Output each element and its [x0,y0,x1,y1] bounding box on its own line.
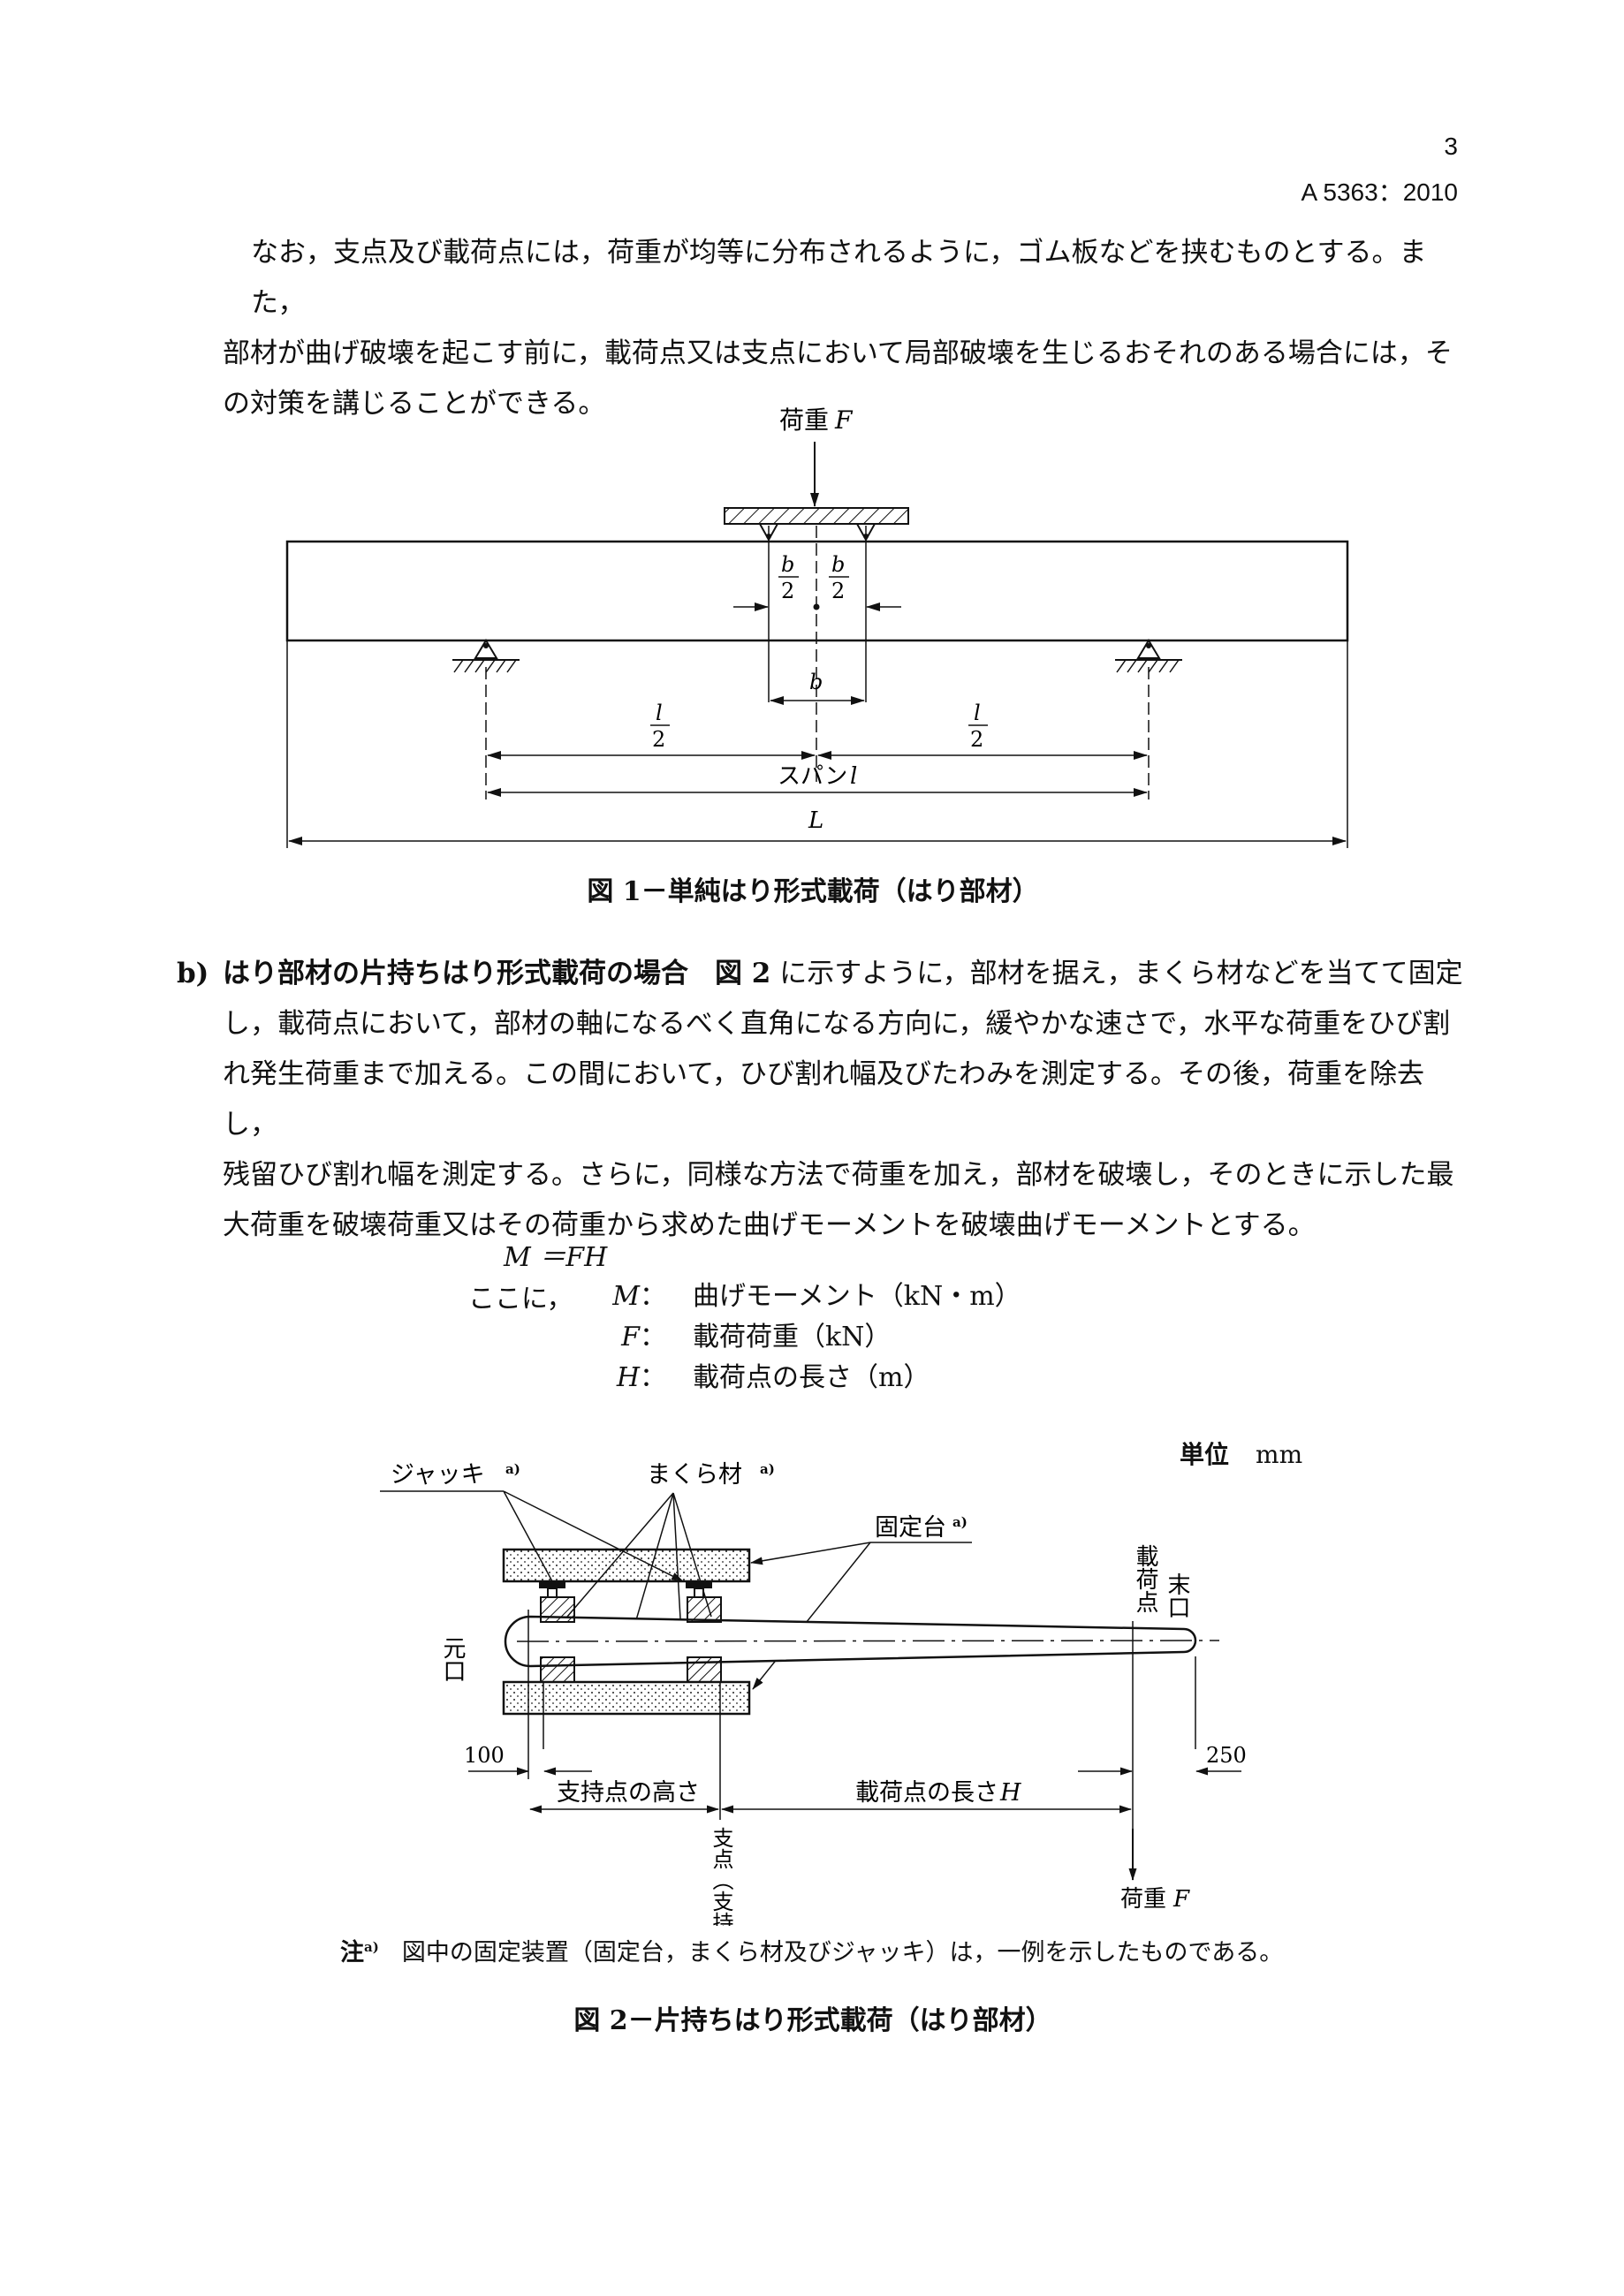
fig2-butt-end-label: 元口 [439,1636,466,1682]
formula-var-colon: ： [640,1362,666,1393]
section-b-marker: b) [177,958,209,989]
fig2-load-length-label: 載荷点の長さ [855,1779,998,1807]
fig1-half-b-num: b [831,552,845,577]
formula-where: ここに， [468,1284,573,1315]
section-b-paragraph: b) はり部材の片持ちはり形式載荷の場合図 2 に示すように，部材を据え，まくら材… [177,949,1468,1251]
fig1-half-l-den: 2 [652,727,665,752]
intro-line: なお，支点及び載荷点には，荷重が均等に分布されるように，ゴム板などを挟むものとす… [251,237,1427,319]
intro-line: 部材が曲げ破壊を起こす前に，載荷点又は支点において局部破壊を生じるおそれのある場… [223,337,1453,369]
intro-line: の対策を講じることができる。 [223,388,606,420]
intro-paragraph: なお，支点及び載荷点には，荷重が均等に分布されるように，ゴム板などを挟むものとす… [223,228,1468,429]
fig2-load-length-symbol: H [999,1779,1021,1807]
formula-equation: M ＝FH [504,1242,608,1273]
fig2-pillow-block [687,1596,722,1623]
section-b-line: に示すように，部材を据え，まくら材などを当てて固定 [770,958,1463,989]
figure-1-diagram: 荷重 F b 2 b 2 b l 2 l 2 [285,405,1349,848]
unit-value: mm [1256,1440,1303,1469]
fig1-beam [285,540,1349,642]
unit-indicator: 単位 mm [1180,1436,1302,1471]
fig1-half-l-num: l [656,701,663,725]
fig2-fixed-table-top [502,1548,751,1583]
figure-1-caption: 図 1－単純はり形式載荷（はり部材） [587,876,1039,907]
figure-2-caption: 図 2－片持ちはり形式載荷（はり部材） [573,2005,1052,2036]
fig2-support-height-label: 支持点の高さ [557,1779,700,1807]
formula-var-symbol: F [621,1322,640,1353]
fig1-b-label: b [809,670,823,694]
fig1-length-label: L [808,807,823,834]
formula-var-desc: 曲げモーメント（kN・m） [693,1281,1021,1312]
formula-var-symbol: H [616,1362,640,1393]
formula-var-symbol: M [612,1281,640,1312]
unit-label: 単位 [1180,1440,1230,1469]
note-label: 注 [340,1939,364,1966]
fig2-pole [504,1615,1197,1668]
formula-var-colon: ： [640,1322,666,1353]
fig1-loading-plate [724,507,909,525]
fig2-fulcrum-label: 支点（支持点） [709,1827,733,1926]
fig2-pillow-block [540,1596,575,1623]
fig1-load-symbol: F [834,405,854,435]
fig2-load-symbol: F [1172,1886,1190,1913]
fig2-note-mark: a) [952,1514,968,1530]
fig2-jack [539,1581,565,1598]
fig2-fixed-table-bottom [502,1680,751,1716]
section-b-line: し，載荷点において，部材の軸になるべく直角になる方向に，緩やかな速さで，水平な荷… [223,1008,1451,1040]
fig2-dim-250: 250 [1206,1743,1247,1768]
section-b-line: 大荷重を破壊荷重又はその荷重から求めた曲げモーメントを破壊曲げモーメントとする。 [223,1209,1316,1241]
fig2-pillow-block [687,1656,722,1683]
formula-var-row: H： 載荷点の長さ（m） [601,1358,1021,1398]
fig2-tip-end-label: 末口 [1164,1572,1190,1618]
formula-variables: M：曲げモーメント（kN・m） F：載荷荷重（kN） H：載荷点の長さ（m） [601,1277,1021,1398]
section-b-figure-ref: 図 2 [715,958,771,989]
fig2-load-point-label: 載荷点 [1132,1544,1158,1613]
fig1-span-label: スパン [778,763,847,790]
fig2-pillow-block [540,1656,575,1683]
formula-var-colon: ： [640,1281,666,1312]
fig1-support-right [1115,639,1182,673]
fig2-note-mark: a) [505,1461,520,1477]
formula-var-row: M： 曲げモーメント（kN・m） [601,1277,1021,1317]
formula-var-desc: 載荷荷重（kN） [693,1322,892,1353]
section-b-title: はり部材の片持ちはり形式載荷の場合 [223,958,688,989]
fig2-note-mark: a) [760,1461,775,1477]
fig1-half-b-den: 2 [831,579,845,603]
fig1-support-left [452,639,520,673]
fig1-load-label: 荷重 [779,405,829,435]
page-number: 3 [1444,133,1458,160]
section-b-line: 残留ひび割れ幅を測定する。さらに，同様な方法で荷重を加え，部材を破壊し，そのとき… [223,1159,1454,1191]
fig2-dim-100: 100 [464,1743,505,1768]
fig1-half-l-den: 2 [970,727,983,752]
fig2-fixed-label: 固定台 [875,1514,946,1542]
fig2-pillow-label: まくら材 [647,1461,742,1489]
fig1-half-l-num: l [974,701,981,725]
fig2-jack [686,1581,712,1598]
section-b-line: れ発生荷重まで加える。この間において，ひび割れ幅及びたわみを測定する。その後，荷… [223,1058,1424,1140]
note-mark: a) [364,1939,379,1955]
fig1-span-symbol: l [850,763,857,790]
formula-var-row: F： 載荷荷重（kN） [601,1317,1021,1358]
fig1-load-points [758,523,877,542]
fig1-half-b-num: b [781,552,794,577]
figure-2-note: 注a) 図中の固定装置（固定台，まくら材及びジャッキ）は，一例を示したものである。 [340,1933,1283,1967]
fig2-load-label: 荷重 [1120,1886,1166,1913]
fig1-half-b-den: 2 [781,579,794,603]
formula-var-desc: 載荷点の長さ（m） [693,1362,930,1393]
standard-id: A 5363：2010 [1301,178,1459,206]
fig2-jack-label: ジャッキ [391,1461,485,1489]
note-text: 図中の固定装置（固定台，まくら材及びジャッキ）は，一例を示したものである。 [401,1939,1284,1966]
figure-2-diagram: ジャッキ a) まくら材 a) 固定台 a) 元口 載荷点 末口 100 250 [380,1461,1247,1926]
